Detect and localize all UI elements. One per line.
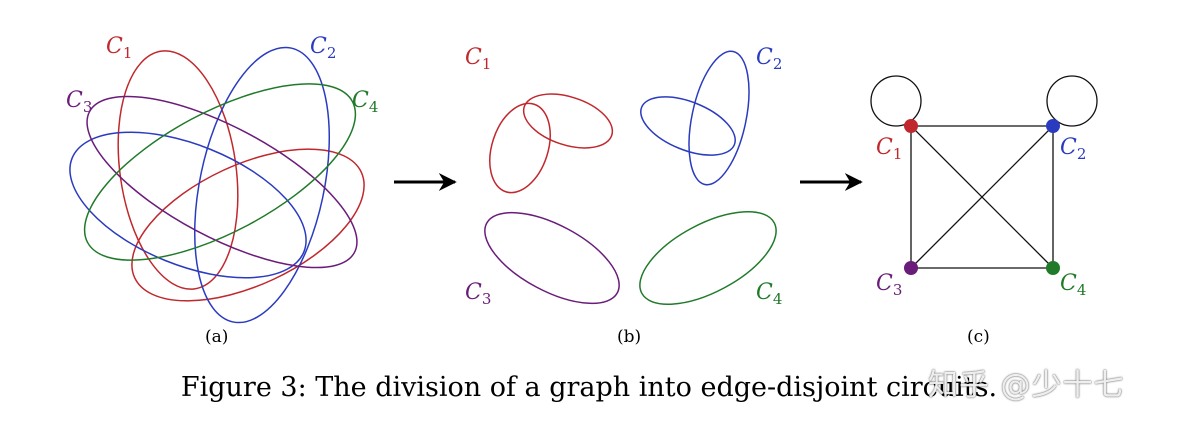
circuit-c3-overlap xyxy=(86,95,358,269)
figure-caption: Figure 3: The division of a graph into e… xyxy=(180,372,998,403)
label-b-c3: C3 xyxy=(465,280,491,308)
panel-a: C1 C2 C3 C4 (a) xyxy=(66,34,378,347)
circuit-c1-overlap xyxy=(117,50,365,302)
label-a-c2: C2 xyxy=(310,34,336,62)
label-c-c4: C4 xyxy=(1060,271,1086,299)
circuit-c4-separated xyxy=(639,210,777,306)
label-b-c4: C4 xyxy=(756,280,782,308)
vertex-c3 xyxy=(904,261,918,275)
label-a-c4: C4 xyxy=(352,88,378,116)
label-c-c3: C3 xyxy=(876,271,902,299)
vertex-c1 xyxy=(904,119,918,133)
label-b-c1: C1 xyxy=(465,45,491,73)
label-b-c2: C2 xyxy=(756,45,782,73)
label-c-c2: C2 xyxy=(1060,135,1086,163)
loop-c1 xyxy=(870,75,922,127)
circuit-c3-separated xyxy=(484,211,620,305)
circuit-c2-overlap xyxy=(69,46,331,324)
panel-c-label: (c) xyxy=(967,327,990,347)
circuit-c1-separated xyxy=(489,93,614,194)
vertex-c2 xyxy=(1046,119,1060,133)
watermark: 知乎 @少十七 xyxy=(928,368,1125,403)
vertex-c4 xyxy=(1046,261,1060,275)
label-a-c1: C1 xyxy=(106,34,132,62)
circuit-c2-separated xyxy=(640,50,750,186)
panel-c: C1 C2 C3 C4 (c) xyxy=(870,75,1098,347)
panel-b-label: (b) xyxy=(617,327,641,347)
graph-edges xyxy=(870,75,1098,269)
panel-b: C1 C2 C3 C4 (b) xyxy=(465,45,782,347)
panel-a-label: (a) xyxy=(205,327,228,347)
label-a-c3: C3 xyxy=(66,88,92,116)
edge-c2-c3 xyxy=(910,125,1054,269)
figure-3: C1 C2 C3 C4 (a) C1 C xyxy=(66,34,1098,347)
label-c-c1: C1 xyxy=(876,135,902,163)
circuit-c4-overlap xyxy=(83,83,357,261)
loop-c2 xyxy=(1046,75,1098,127)
